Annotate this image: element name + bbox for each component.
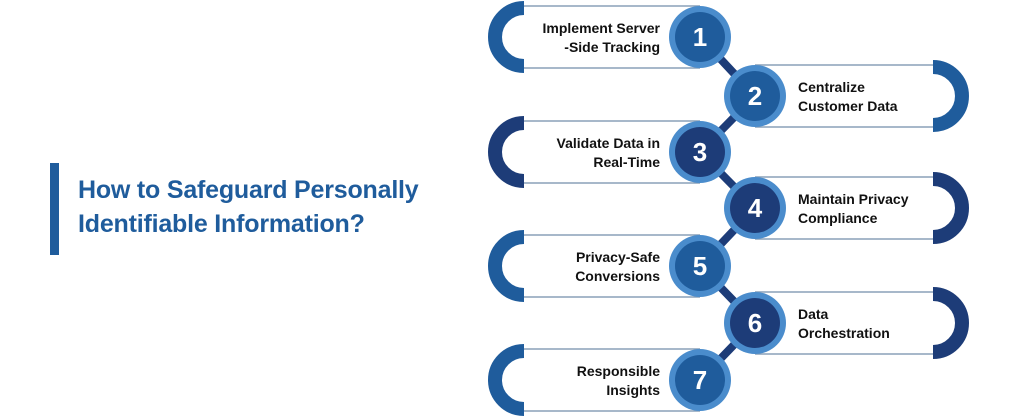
bracket-arc <box>932 172 969 244</box>
title-accent-bar <box>50 163 59 255</box>
step-card <box>755 291 964 355</box>
step-label: Conversions <box>575 268 660 284</box>
step-card <box>755 64 964 128</box>
step-label: Real-Time <box>593 154 660 170</box>
step-number: 5 <box>693 251 707 281</box>
bracket-arc <box>932 287 969 359</box>
number-circle <box>675 241 725 291</box>
title-line-2: Identifiable Information? <box>78 210 365 238</box>
step-1: 1 Implement Server -Side Tracking <box>488 1 731 73</box>
step-number: 4 <box>748 193 763 223</box>
step-label: Maintain Privacy <box>798 191 909 207</box>
number-circle <box>675 355 725 405</box>
step-number: 3 <box>693 137 707 167</box>
number-circle <box>730 183 780 233</box>
number-circle <box>675 12 725 62</box>
page-title: How to Safeguard Personally Identifiable… <box>78 173 419 241</box>
number-circle <box>730 71 780 121</box>
step-label: Validate Data in <box>557 135 660 151</box>
bracket-arc <box>488 344 525 416</box>
number-circle <box>730 298 780 348</box>
step-label: Customer Data <box>798 98 898 114</box>
title-line-1: How to Safeguard Personally <box>78 176 419 204</box>
bracket-arc <box>932 60 969 132</box>
step-number: 7 <box>693 365 707 395</box>
step-label: -Side Tracking <box>564 39 660 55</box>
bracket-arc <box>488 1 525 73</box>
step-label: Centralize <box>798 79 865 95</box>
bracket-arc <box>488 230 525 302</box>
step-3: 3 Validate Data in Real-Time <box>488 116 731 188</box>
step-label: Orchestration <box>798 325 890 341</box>
step-card <box>755 176 964 240</box>
step-number: 1 <box>693 22 707 52</box>
step-label: Privacy-Safe <box>576 249 660 265</box>
bracket-arc <box>488 116 525 188</box>
step-number: 6 <box>748 308 762 338</box>
step-label: Insights <box>606 382 660 398</box>
step-label: Responsible <box>577 363 660 379</box>
step-label: Compliance <box>798 210 878 226</box>
step-label: Data <box>798 306 829 322</box>
step-number: 2 <box>748 81 762 111</box>
step-label: Implement Server <box>543 20 661 36</box>
number-circle <box>675 127 725 177</box>
